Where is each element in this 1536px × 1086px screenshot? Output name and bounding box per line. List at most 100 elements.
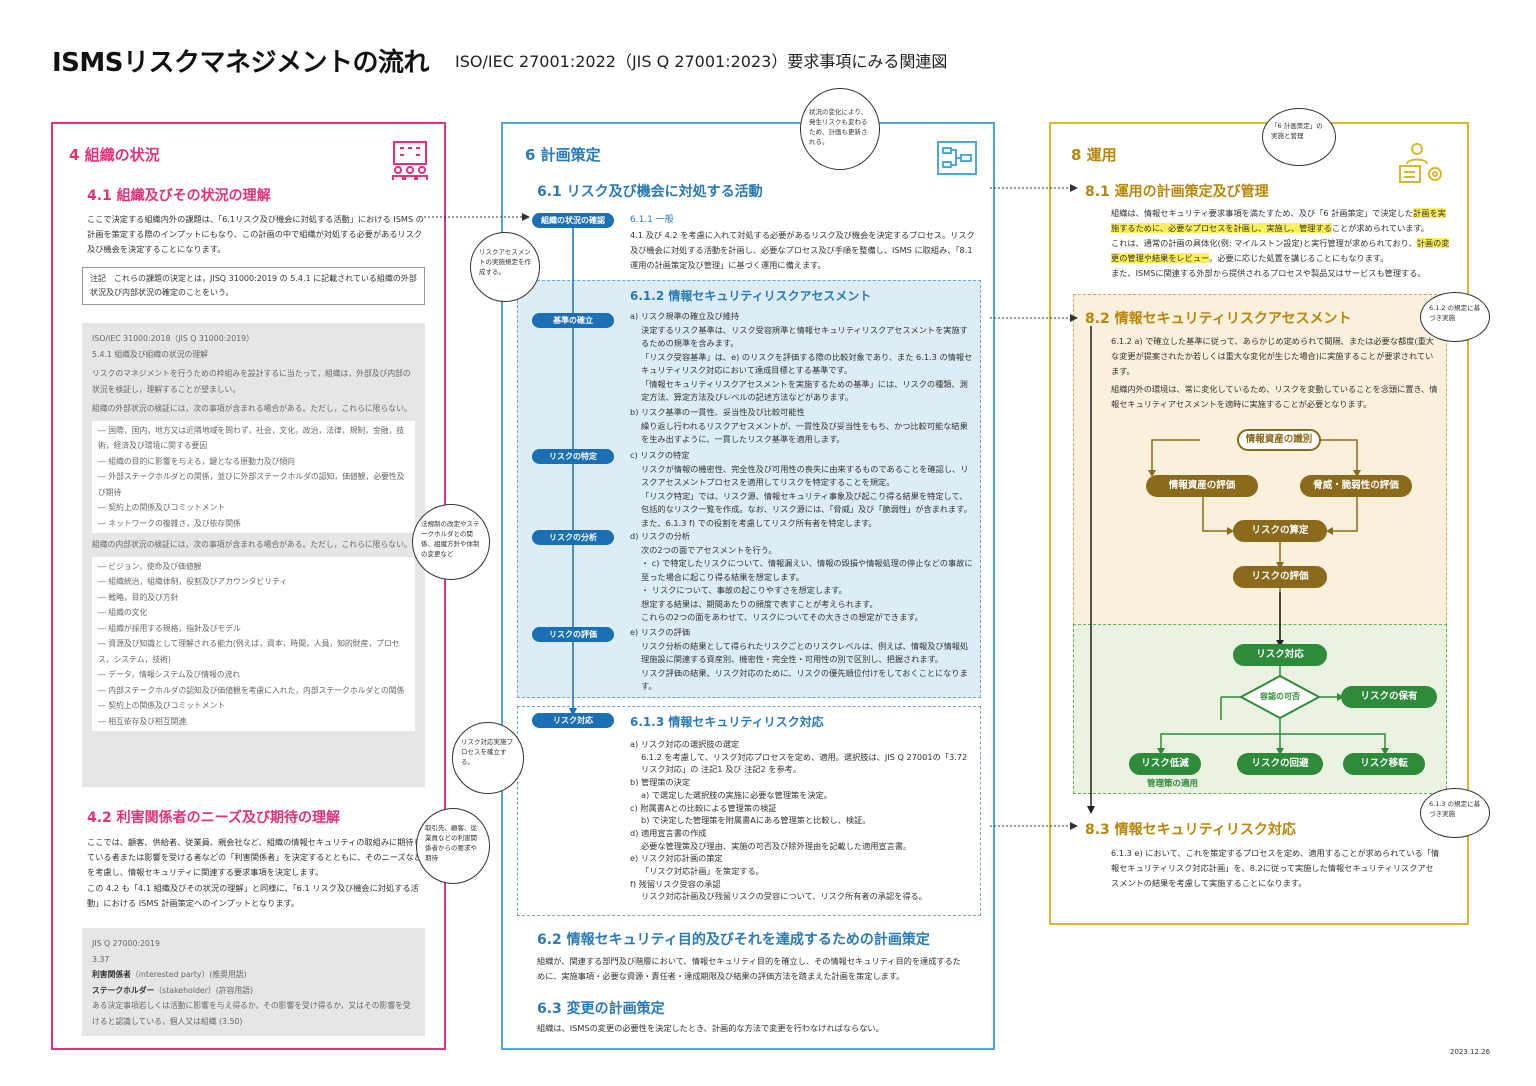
bubble-613: 6.1.3 の規定に基づき実施: [1420, 788, 1490, 838]
text-part: 。必要に応じた処置を講じることにもなります。: [1209, 253, 1389, 263]
item-text: これらの2つの面をあわせて、リスクについてその大きさの想定ができます。: [641, 612, 923, 622]
list-item: ― 契約上の関係及びコミットメント: [98, 701, 226, 710]
item-text: 「リスク対応計画」を策定する。: [641, 866, 764, 877]
bubble-treatment: リスク対応実施プロセスを確立する。: [452, 722, 524, 794]
list-item: ― ビジョン，使命及び価値観: [98, 561, 202, 571]
step-evaluate: リスクの評価: [532, 627, 614, 642]
heading-6-3: 6.3 変更の計画策定: [537, 1001, 665, 1017]
step-context: 組織の状況の確認: [532, 213, 614, 228]
text-part: 組織は、情報セキュリティ要求事項を満たすため、及び「6 計画策定」で決定した: [1111, 208, 1414, 218]
note-box: 注記 これらの課題の決定とは，JISQ 31000:2019 の 5.4.1 に…: [82, 267, 425, 305]
page-subtitle: ISO/IEC 27001:2022（JIS Q 27001:2023）要求事項…: [455, 52, 948, 71]
node-transfer: リスク移転: [1343, 753, 1425, 775]
quote-intro: リスクのマネジメントを行うための枠組みを設計するに当たって，組織は，外部及び内部…: [92, 369, 411, 394]
term-1: 利害関係者（interested party）(推奨用語): [92, 967, 415, 983]
item-text: 想定する結果は、期間あたりの頻度で表すことが考えられます。: [641, 598, 878, 609]
item-title: e) リスクの評価: [630, 627, 690, 637]
item-title: e) リスク対応計画の策定: [630, 853, 723, 864]
heading-8: 8 運用: [1071, 146, 1117, 164]
item-title: f) 残留リスク受容の承認: [630, 878, 721, 889]
item-title: d) リスクの分析: [630, 531, 691, 541]
list-6-1-3: a) リスク対応の選択肢の選定 6.1.2 を考慮して、リスク対応プロセスを定め…: [630, 738, 975, 903]
node-reduce: リスク低減: [1129, 753, 1201, 775]
item-title: c) リスクの特定: [630, 450, 690, 460]
heading-6-1-2: 6.1.2 情報セキュリティリスクアセスメント: [630, 289, 872, 303]
text-4-2a: ここでは、顧客、供給者、従業員、親会社など、組織の情報セキュリティの取組みに期待…: [87, 837, 423, 877]
heading-4: 4 組織の状況: [69, 146, 160, 164]
bubble-planning: 「6 計画策定」の実施と管理: [1262, 108, 1336, 166]
flowchart-icon: [937, 141, 977, 175]
bubble-612: 6.1.2 の規定に基づき実施: [1420, 292, 1490, 342]
term-en: （interested party）(推奨用語): [130, 970, 247, 979]
item-text: リスク評価の結果、リスク対応のために、リスクの優先順位付けをしておくことになりま…: [641, 667, 968, 692]
node-accept: 容認の可否: [1260, 692, 1300, 701]
risk-treatment-box: [517, 706, 981, 916]
heading-4-2: 4.2 利害関係者のニーズ及び期待の理解: [87, 810, 340, 826]
text-4-2b: この 4.2 も「4.1 組織及びその状況の理解」と同様に、「6.1 リスク及び…: [87, 883, 419, 908]
item-text: リスク対応計画及び残留リスクの受容について、リスク所有者の承認を得る。: [641, 891, 927, 902]
item-text: ・ c) で特定したリスクについて、情報漏えい、情報の毀損や情報処理の停止などの…: [641, 558, 973, 582]
heading-6-1-1: 6.1.1 一般: [630, 215, 674, 225]
bubble-stakeholders: 取引先、顧客、従業員などの利害関係者からの要求や期待: [416, 808, 490, 884]
text-part: これは、通常の計画の具体化(例: マイルストン設定)と実行管理が求められており、: [1111, 238, 1417, 248]
list-item: ― 組織の目的に影響を与える，鍵となる原動力及び傾向: [98, 456, 295, 466]
external-list: ― 国際，国内，地方又は近隣地域を問わず，社会，文化，政治，法律，規制，金融，技…: [92, 420, 415, 533]
operator-icon: [1399, 143, 1442, 183]
item-text: 「リスク特定」では、リスク源、情報セキュリティ事象及び起こり得る結果を特定して、…: [641, 490, 972, 528]
text-8-2a: 6.1.2 a) で確立した基準に従って、あらかじめ定められて間隔、または必要な…: [1111, 336, 1434, 376]
text-part: ことが求められています。: [1331, 223, 1430, 233]
item-title: a) リスク対応の選択肢の選定: [630, 739, 740, 749]
quote-source: ISO/IEC 31000:2018（JIS Q 31000:2019）: [92, 334, 254, 343]
building-icon: [392, 141, 428, 180]
item-e: e) リスクの評価 リスク分析の結果として得られたリスクごとのリスクレベルは、例…: [630, 626, 975, 694]
node-asset-eval: 情報資産の評価: [1146, 475, 1258, 497]
item-title: a) リスク規準の確立及び維持: [630, 311, 740, 321]
item-text: 必要な管理策及び理由、実施の可否及び除外理由を記載した適用宣言書。: [641, 840, 912, 851]
item-text: 繰り返し行われるリスクアセスメントが、一貫性及び妥当性をもち、かつ比較可能な結果…: [641, 420, 968, 445]
text-6-1-1: 4.1 及び 4.2 を考慮に入れて対処する必要があるリスク及び機会を決定するプ…: [630, 230, 975, 270]
bubble-assessment: リスクアセスメントの実施規定を作成する。: [470, 232, 540, 302]
item-title: d) 適用宣言書の作成: [630, 827, 707, 838]
item-title: c) 附属書Aとの比較による管理策の検証: [630, 802, 777, 813]
heading-8-1: 8.1 運用の計画策定及び管理: [1085, 184, 1269, 200]
heading-8-2: 8.2 情報セキュリティリスクアセスメント: [1085, 311, 1352, 327]
item-text: a) で選定した選択肢の実施に必要な管理策を決定。: [641, 789, 832, 800]
text-part: また、ISMSに関連する外部から提供されるプロセスや製品又はサービスも管理する。: [1111, 268, 1426, 278]
text-8-1: 組織は、情報セキュリティ要求事項を満たすため、及び「6 計画策定」で決定した計画…: [1111, 206, 1451, 281]
quote-internal: 組織の内部状況の検証には，次の事項が含まれる場合がある。ただし，これらに限らない…: [92, 540, 412, 549]
text-8-2b: 組織内外の環境は、常に変化しているため、リスクを変動していることを念頭に置き、情…: [1111, 384, 1438, 409]
term-name: ステークホルダー: [92, 985, 155, 995]
page-title: ISMSリスクマネジメントの流れ: [52, 48, 430, 78]
heading-6-2: 6.2 情報セキュリティ目的及びそれを達成するための計画策定: [537, 932, 930, 948]
heading-6: 6 計画策定: [525, 146, 601, 164]
item-text: 6.1.2 を考慮して、リスク対応プロセスを定め、適用。選択肢は、JIS Q 2…: [641, 751, 968, 775]
section-operation: 8 運用 8.1 運用の計画策定及び管理 組織は、情報セキュリティ要求事項を満た…: [1049, 122, 1469, 925]
item-text: 次の2つの面でアセスメントを行う。: [641, 544, 777, 555]
node-avoid: リスクの回避: [1237, 753, 1323, 775]
node-retain: リスクの保有: [1341, 686, 1437, 708]
step-identify: リスクの特定: [532, 449, 614, 464]
internal-list: ― ビジョン，使命及び価値観 ― 組織統治，組織体制，役割及びアカウンタビリティ…: [92, 556, 415, 731]
item-b: b) リスク基準の一貫性、妥当性及び比較可能性 繰り返し行われるリスクアセスメン…: [630, 406, 975, 447]
quote-clause: 5.4.1 組織及び組織の状況の理解: [92, 349, 208, 359]
section-organization-context: 4 組織の状況 4.1 組織及びその状況の理解 ここで決定する組織内外の課題は、…: [51, 122, 446, 1050]
list-item: ― 内部ステークホルダの認知及び価値観を考慮に入れた，内部ステークホルダとの関係: [98, 685, 405, 695]
quote-clause: 3.37: [92, 954, 110, 964]
node-threat-eval: 脅威・脆弱性の評価: [1300, 475, 1412, 497]
term-en: （stakeholder）(許容用語): [154, 985, 254, 995]
heading-8-3: 8.3 情報セキュリティリスク対応: [1085, 822, 1296, 838]
list-item: ― データ，情報システム及び情報の流れ: [98, 670, 241, 679]
heading-6-1: 6.1 リスク及び機会に対処する活動: [537, 184, 763, 200]
section-planning: 6 計画策定 6.1 リスク及び機会に対処する活動 6.1.1 一般 4.1 及…: [501, 122, 995, 1050]
jis27000-quote: JIS Q 27000:2019 3.37 利害関係者（interested p…: [82, 928, 425, 1036]
item-text: 決定するリスク基準は、リスク受容規準と情報セキュリティリスクアセスメントを実施す…: [641, 324, 968, 349]
item-text: ・ リスクについて、事故の起こりやすさを想定します。: [641, 585, 847, 595]
item-text: b) で決定した管理策を附属書Aにある管理策と比較し、検証。: [641, 815, 871, 826]
heading-4-1: 4.1 組織及びその状況の理解: [87, 188, 271, 204]
list-item: ― ネットワークの複雑さ，及び依存関係: [98, 518, 241, 528]
quote-external: 組織の外部状況の検証には，次の事項が含まれる場合がある。ただし，これらに限らない…: [92, 404, 412, 413]
term-2: ステークホルダー（stakeholder）(許容用語): [92, 983, 415, 999]
step-criteria: 基準の確立: [532, 313, 614, 328]
list-item: ― 契約上の関係及びコミットメント: [98, 503, 226, 512]
